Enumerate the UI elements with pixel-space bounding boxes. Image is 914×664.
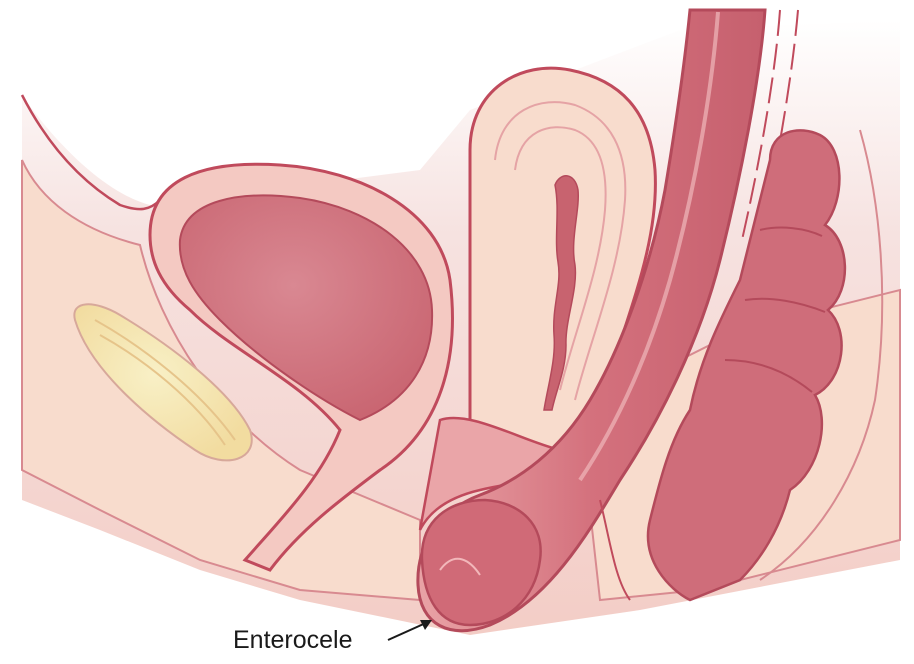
enterocele-pointer-arrow [388,620,432,640]
enterocele-label: Enterocele [233,626,353,654]
